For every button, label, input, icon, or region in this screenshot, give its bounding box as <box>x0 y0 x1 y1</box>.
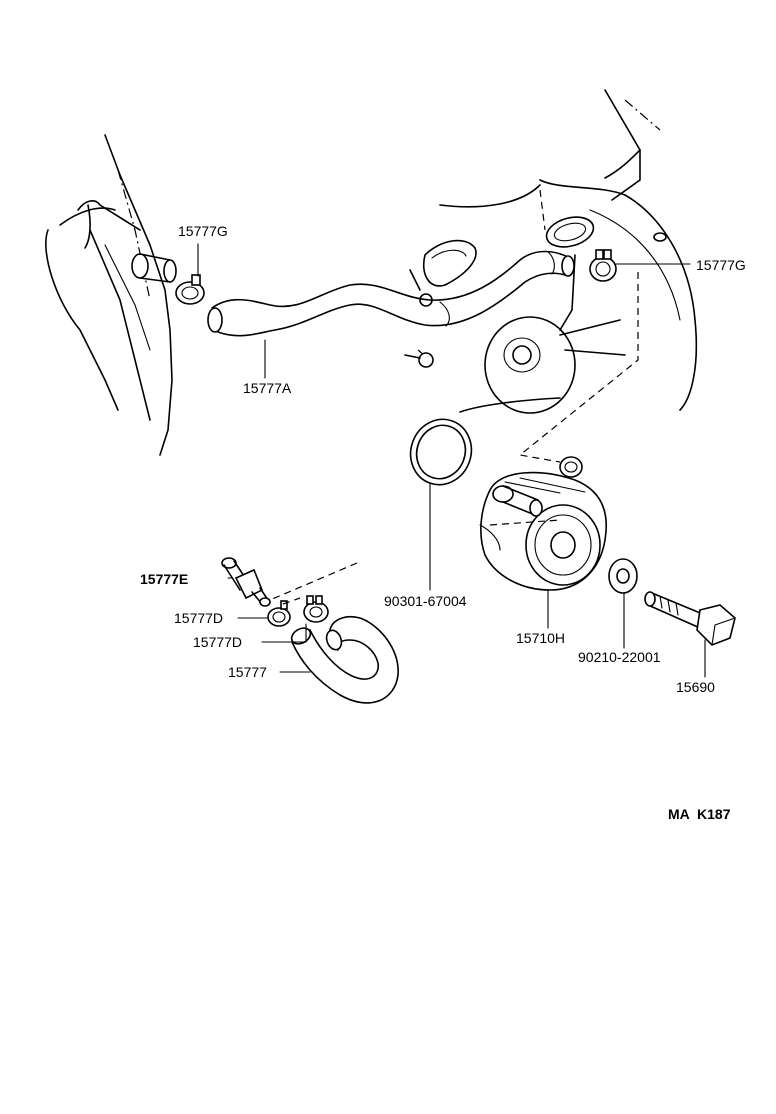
label-15777: 15777 <box>228 664 267 680</box>
reference-lines <box>269 272 639 605</box>
label-15777G-left: 15777G <box>178 223 228 239</box>
washer-90210 <box>608 558 638 594</box>
part-labels: 15777G 15777G 15777A 90301-67004 15777E … <box>140 223 746 822</box>
clamp-15777D-2 <box>303 595 329 623</box>
label-90210-22001: 90210-22001 <box>578 649 661 665</box>
hose-15777A <box>207 250 575 337</box>
o-ring-90301 <box>409 418 473 486</box>
leader-lines <box>197 243 706 678</box>
clamp-15777G-left <box>175 274 205 305</box>
label-15777D-2: 15777D <box>193 634 242 650</box>
clamp-15777G-right <box>589 249 617 282</box>
label-15690: 15690 <box>676 679 715 695</box>
hose-15777 <box>290 615 399 704</box>
bolt-15690 <box>644 591 736 646</box>
nipple-15777E <box>221 557 271 607</box>
engine-block-right <box>404 89 698 414</box>
label-15777G-right: 15777G <box>696 257 746 273</box>
label-15777A: 15777A <box>243 380 292 396</box>
label-15777E: 15777E <box>140 571 188 587</box>
label-15777D-1: 15777D <box>174 610 223 626</box>
oil-cooler-15710H <box>479 456 607 591</box>
figure-code: MA K187 <box>668 806 731 822</box>
engine-block-left <box>45 134 177 456</box>
clamp-15777D-1 <box>267 600 291 627</box>
label-15710H: 15710H <box>516 630 565 646</box>
label-90301-67004: 90301-67004 <box>384 593 467 609</box>
